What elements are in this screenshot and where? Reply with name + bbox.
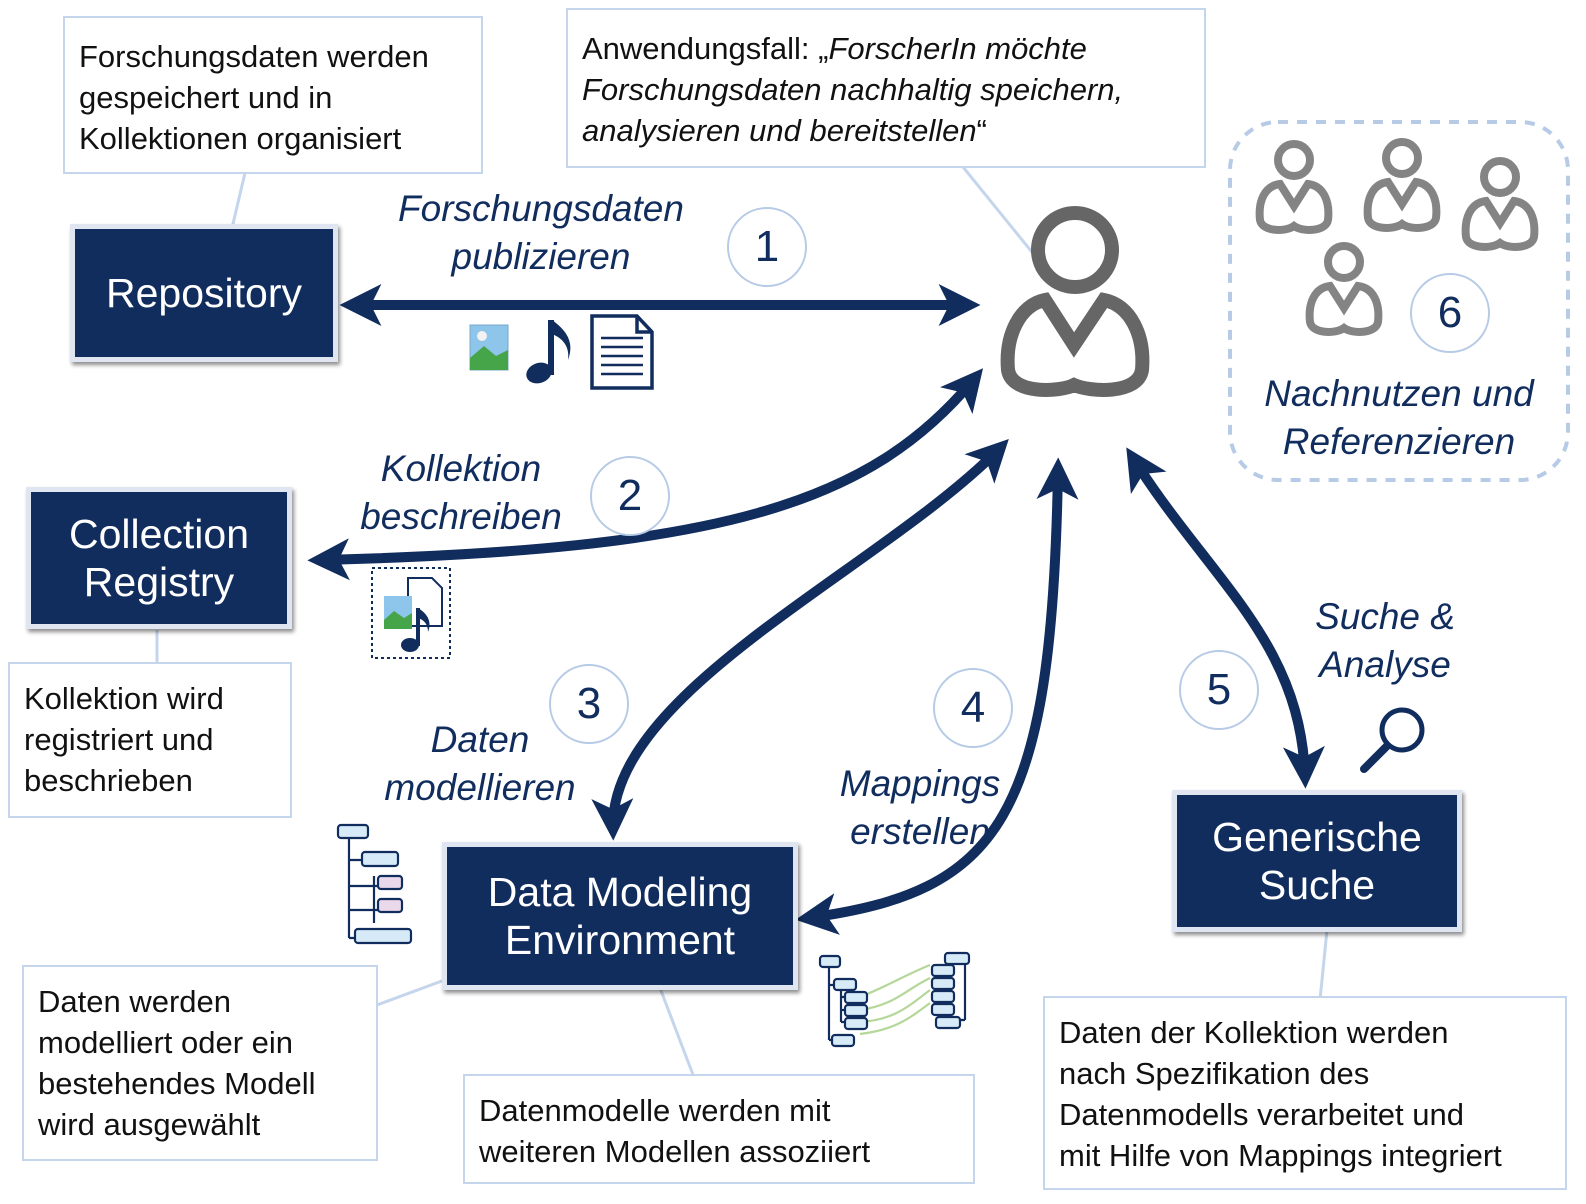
researcher-icon	[1000, 206, 1150, 397]
step-5-label: Suche & Analyse	[1315, 596, 1455, 685]
arrow-search	[1126, 447, 1325, 789]
collection-registry-node[interactable]: Collection Registry	[26, 487, 292, 629]
data-modeling-environment-node[interactable]: Data Modeling Environment	[442, 842, 798, 990]
image-icon	[469, 324, 509, 371]
step-1-badge: 1	[727, 207, 807, 287]
connector-modeling-note	[376, 976, 451, 1007]
step-2-badge: 2	[590, 456, 670, 536]
user-group-icon	[1255, 138, 1539, 336]
step-3-badge: 3	[549, 664, 629, 744]
reuse-group-box	[1228, 120, 1570, 482]
generic-search-node[interactable]: Generische Suche	[1172, 790, 1462, 932]
step-3-label: Daten modellieren	[384, 719, 576, 808]
use-case-text: ForscherIn möchte Forschungsdaten nachha…	[582, 31, 1124, 148]
use-case-prefix: Anwendungsfall: „	[582, 31, 829, 66]
search-note: Daten der Kollektion werden nach Spezifi…	[1043, 996, 1567, 1190]
connector-repository-note	[230, 172, 247, 229]
step-1-label: Forschungsdaten publizieren	[398, 188, 684, 277]
step-4-badge: 4	[933, 668, 1013, 748]
connector-usecase-note	[961, 166, 1042, 263]
connector-search-note	[1318, 929, 1329, 1001]
collection-note: Kollektion wird registriert und beschrie…	[8, 662, 292, 818]
step-5-badge: 5	[1179, 650, 1259, 730]
step-6-label: Nachnutzen und Referenzieren	[1264, 373, 1534, 462]
collection-files-icon	[371, 567, 451, 659]
repository-node[interactable]: Repository	[70, 224, 338, 362]
modeling-note: Daten werden modelliert oder ein bestehe…	[22, 965, 378, 1161]
repository-note: Forschungsdaten werden gespeichert und i…	[63, 16, 483, 174]
step-4-label: Mappings erstellen	[839, 763, 1001, 852]
mapping-icon	[818, 951, 971, 1048]
use-case-note: Anwendungsfall: „ForscherIn möchte Forsc…	[566, 8, 1206, 168]
arrow-mappings	[795, 457, 1079, 935]
use-case-suffix: “	[976, 113, 987, 148]
music-note-icon	[526, 320, 571, 384]
step-6-badge: 6	[1410, 273, 1490, 353]
magnifier-icon	[1360, 707, 1425, 773]
document-icon	[590, 314, 654, 390]
tree-model-icon	[336, 823, 413, 945]
connector-association-note	[658, 987, 697, 1081]
association-note: Datenmodelle werden mit weiteren Modelle…	[463, 1074, 975, 1184]
step-2-label: Kollektion beschreiben	[360, 448, 562, 537]
